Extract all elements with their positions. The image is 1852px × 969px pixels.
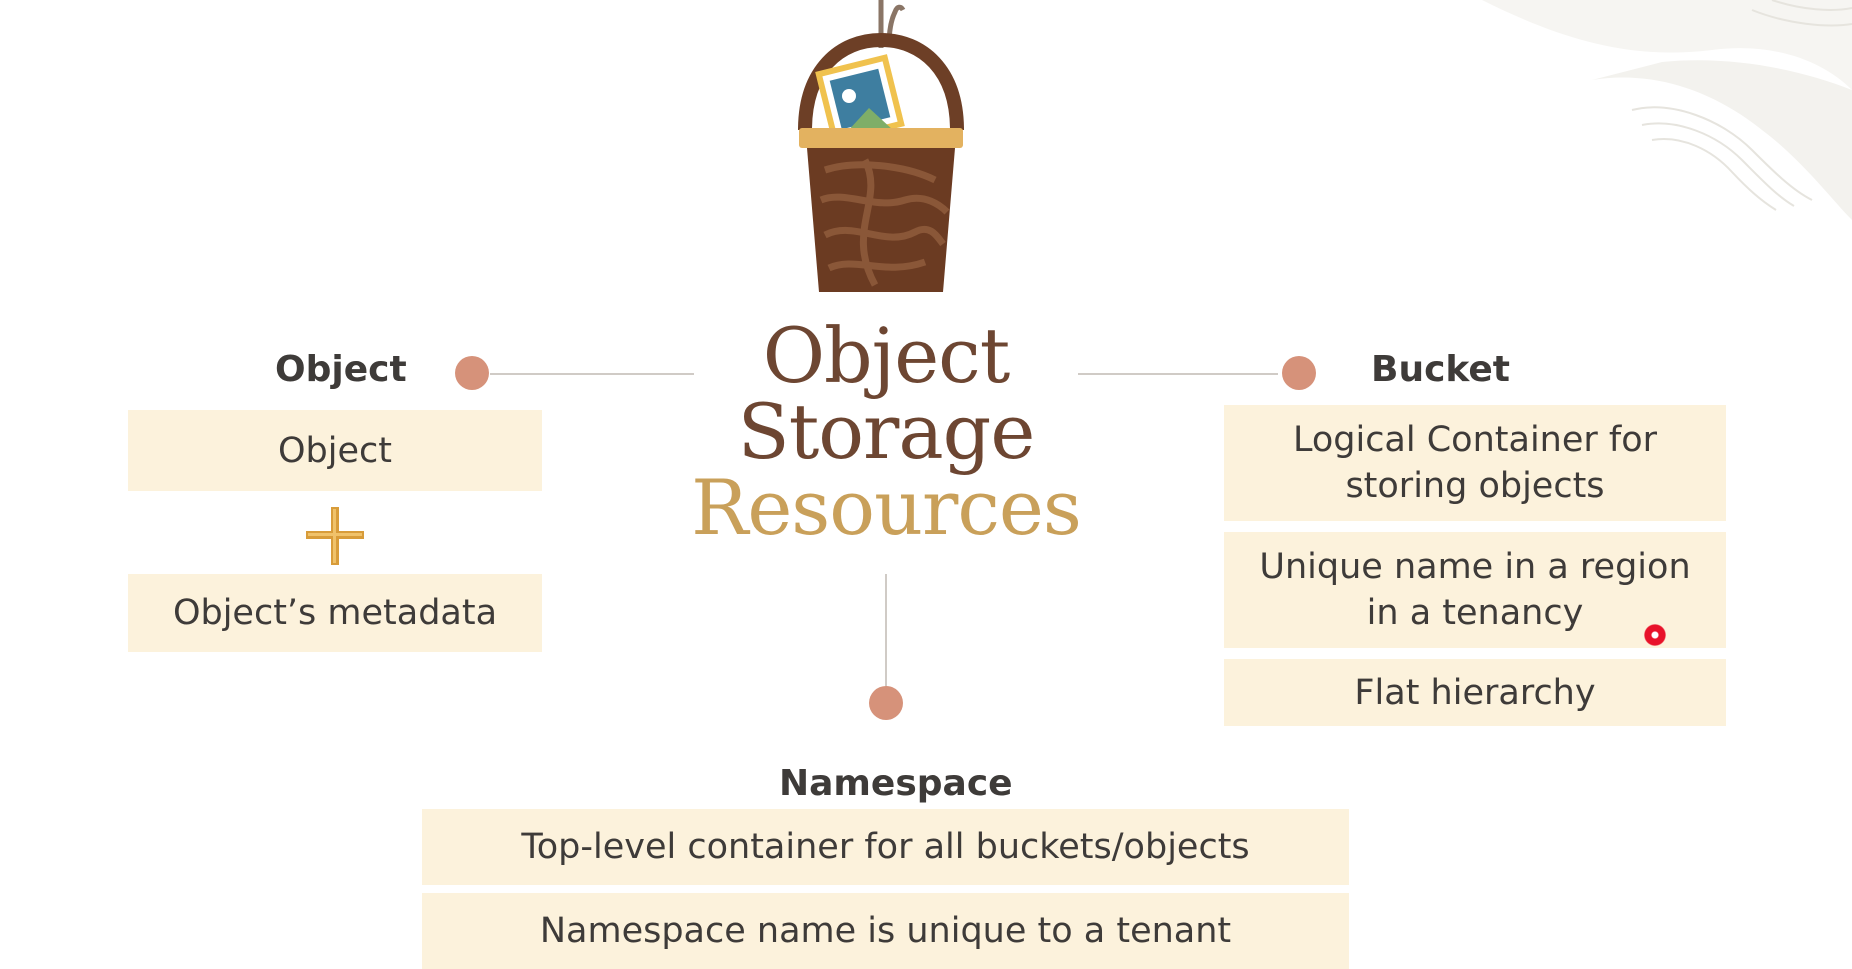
- title-line-resources: Resources: [691, 463, 1082, 552]
- title-line-storage: Storage: [737, 387, 1036, 476]
- bucket-item-flat-hierarchy: Flat hierarchy: [1224, 659, 1726, 726]
- bucket-connector-line: [1078, 373, 1278, 375]
- object-connector-line: [490, 373, 694, 375]
- bucket-item-unique-name: Unique name in a region in a tenancy: [1224, 532, 1726, 648]
- bucket-item-logical-container: Logical Container for storing objects: [1224, 405, 1726, 521]
- object-item-metadata: Object’s metadata: [128, 574, 542, 652]
- namespace-node-dot: [869, 686, 903, 720]
- basket-icon: [798, 0, 964, 292]
- background-texture-icon: [1482, 0, 1852, 220]
- page-title: Object Storage Resources: [666, 318, 1106, 546]
- image-icon: [815, 54, 905, 144]
- object-item-object: Object: [128, 410, 542, 491]
- bucket-heading: Bucket: [1371, 349, 1511, 390]
- object-heading: Object: [275, 349, 407, 390]
- namespace-connector-line: [885, 574, 887, 686]
- namespace-heading: Namespace: [779, 763, 1013, 804]
- namespace-item-unique-name: Namespace name is unique to a tenant: [422, 893, 1349, 969]
- pointer-cursor-icon: [1644, 624, 1666, 646]
- plus-icon: [306, 507, 364, 565]
- bucket-node-dot: [1282, 356, 1316, 390]
- title-line-object: Object: [762, 311, 1011, 400]
- namespace-item-top-level: Top-level container for all buckets/obje…: [422, 809, 1349, 885]
- object-node-dot: [455, 356, 489, 390]
